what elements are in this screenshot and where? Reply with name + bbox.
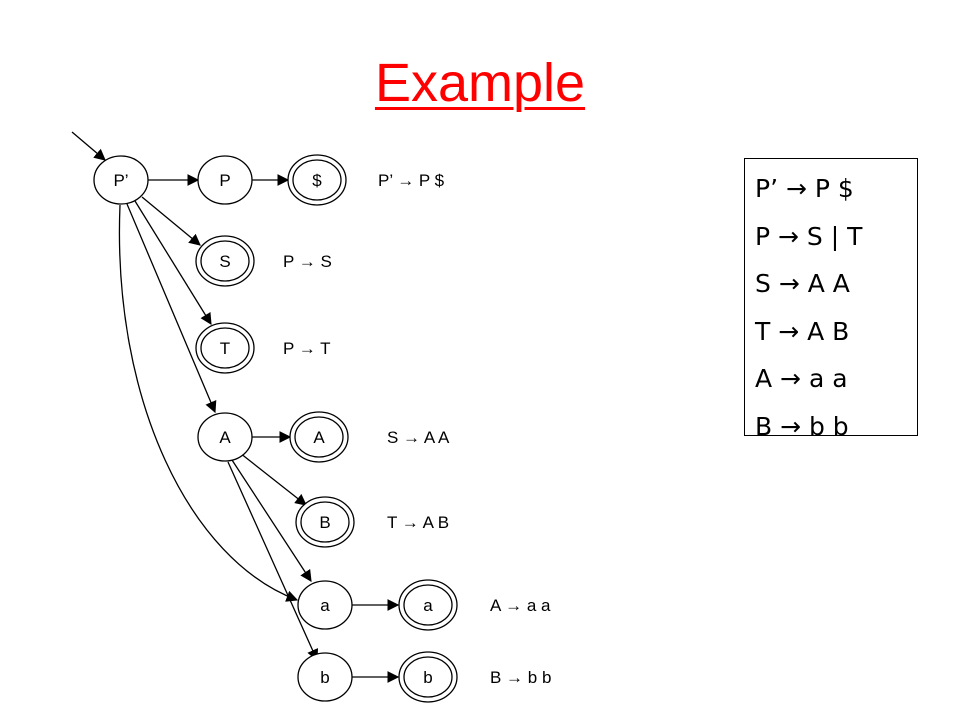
- svg-text:a: a: [423, 596, 433, 615]
- edge-a-to-la: [231, 459, 312, 582]
- svg-text:P: P: [219, 171, 230, 190]
- svg-text:A: A: [313, 428, 325, 447]
- rule-label-pprime: P’ → P $: [378, 171, 445, 190]
- rule-label-p-s: P → S: [283, 252, 332, 271]
- svg-text:S: S: [219, 252, 230, 271]
- state-lowercase-a-accepting: a: [398, 579, 458, 631]
- grammar-rule: A → a a: [755, 364, 848, 393]
- grammar-rule: P → S | T: [755, 221, 863, 251]
- edge-pprime-to-a: [126, 203, 217, 414]
- edge-pprime-to-s: [141, 196, 201, 246]
- state-pprime: P’: [93, 155, 149, 205]
- state-lowercase-b-accepting: b: [398, 651, 458, 703]
- svg-text:b: b: [423, 668, 432, 687]
- state-p: P: [197, 155, 253, 205]
- rule-labels: P’ → P $ P → S P → T S → A A T → A B A →…: [283, 171, 551, 687]
- edges: [71, 131, 400, 683]
- svg-text:P’: P’: [113, 171, 128, 190]
- grammar-rule: S → A A: [755, 269, 850, 298]
- start-arrow: [71, 131, 106, 161]
- state-dollar-accepting: $: [287, 154, 347, 206]
- edge-pprime-to-t: [134, 200, 212, 325]
- state-s-accepting: S: [195, 235, 255, 287]
- grammar-rule: B → b b: [755, 411, 849, 441]
- svg-text:B: B: [319, 513, 330, 532]
- state-a-accepting: A: [289, 411, 349, 463]
- edge-pprime-to-la: [118, 204, 299, 602]
- page-title: Example: [374, 53, 586, 113]
- rule-label-a: A → a a: [490, 596, 551, 615]
- state-t-accepting: T: [195, 322, 255, 374]
- svg-text:A: A: [219, 428, 231, 447]
- rule-label-p-t: P → T: [283, 339, 331, 358]
- states: P’ P $ S T A A: [93, 154, 458, 703]
- rule-label-s: S → A A: [387, 428, 450, 447]
- grammar-box: P’ → P $ P → S | T S → A A T → A B A → a…: [744, 158, 918, 441]
- state-a: A: [197, 412, 253, 462]
- state-lowercase-a: a: [297, 580, 353, 630]
- state-b-accepting: B: [295, 496, 355, 548]
- state-lowercase-b: b: [297, 652, 353, 702]
- grammar-rule: T → A B: [755, 316, 850, 346]
- svg-text:b: b: [320, 668, 329, 687]
- edge-a-to-lb: [227, 461, 319, 662]
- grammar-rule: P’ → P $: [755, 174, 854, 203]
- rule-label-b: B → b b: [490, 668, 551, 687]
- svg-text:T: T: [220, 339, 230, 358]
- edge-a-to-b: [239, 452, 307, 506]
- svg-text:$: $: [312, 171, 322, 190]
- svg-text:a: a: [320, 596, 330, 615]
- rule-label-t: T → A B: [387, 513, 449, 532]
